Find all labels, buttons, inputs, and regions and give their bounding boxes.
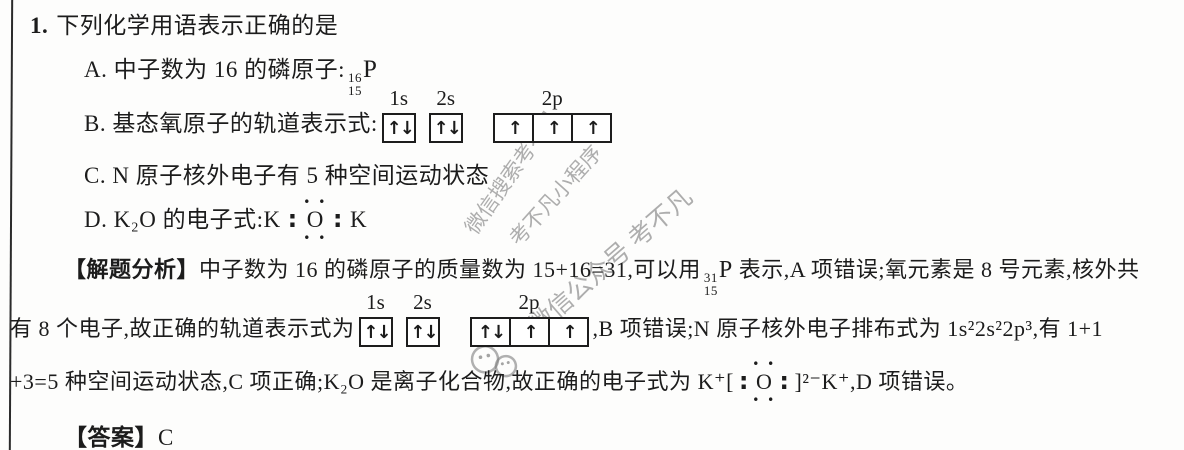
potassium-left: K <box>263 207 281 232</box>
orbital-label-2s: 2s <box>436 86 456 110</box>
orbital-cell: ↑ <box>531 113 573 143</box>
option-c: C. N 原子核外电子有 5 种空间运动状态 <box>84 156 489 190</box>
orbital-label-2p: 2p <box>518 290 540 314</box>
question-number: 1. <box>30 13 49 38</box>
analysis-text: ,B 项错误;N 原子核外电子排布式为 1s²2s²2p³,有 1+1 <box>592 316 1104 341</box>
option-d: D. K₂O 的电子式:K:• •O• •:K <box>84 196 368 244</box>
question-stem-text: 下列化学用语表示正确的是 <box>56 13 339 38</box>
orbital-cells: ↑↓ ↑ ↑ <box>469 317 589 347</box>
analysis-text: 中子数为 16 的磷原子的质量数为 15+16=31,可以用 <box>199 257 701 282</box>
orbital-1s: 1s ↑↓ <box>358 290 393 347</box>
orbital-label-2p: 2p <box>541 86 563 110</box>
bond-colon: : <box>779 367 790 395</box>
orbital-2p: 2p ↑ ↑ ↑ <box>492 86 612 143</box>
electron-dot-formula: K:• •O• •:K <box>263 196 368 244</box>
option-d-text: D. K₂O 的电子式: <box>84 207 264 232</box>
answer-line: 【答案】C <box>64 418 174 450</box>
orbital-cell: ↑↓ <box>381 113 416 143</box>
lone-pair-dots-top: • • <box>752 357 777 371</box>
orbital-cell: ↑ <box>492 113 534 143</box>
question-stem: 1. 下列化学用语表示正确的是 <box>30 6 338 40</box>
orbital-cell: ↑↓ <box>358 317 393 347</box>
isotope-proton-number: 15 <box>703 283 718 298</box>
bond-colon: : <box>332 205 343 233</box>
option-b-text: B. 基态氧原子的轨道表示式: <box>84 111 378 136</box>
option-b: B. 基态氧原子的轨道表示式: 1s ↑↓ 2s ↑↓ 2p ↑ ↑ ↑ <box>84 88 616 143</box>
potassium-right: K <box>349 207 368 232</box>
isotope-mass-number: 16 <box>348 70 362 85</box>
orbital-cells: ↑↓ <box>428 113 463 143</box>
orbital-cell: ↑↓ <box>469 317 511 347</box>
isotope-mass-number: 31 <box>703 270 718 285</box>
ionic-electron-formula: K⁺[:• •O• •:]²⁻K⁺ <box>697 358 851 406</box>
answer-value: C <box>158 425 174 450</box>
bond-colon: : <box>738 367 749 395</box>
orbital-diagram-option-b: 1s ↑↓ 2s ↑↓ 2p ↑ ↑ ↑ <box>381 86 612 143</box>
option-a-text: A. 中子数为 16 的磷原子: <box>84 57 345 82</box>
orbital-cells: ↑↓ <box>381 113 416 143</box>
formula-right: ]²⁻K⁺ <box>794 369 851 394</box>
answer-tag: 【答案】 <box>64 425 158 450</box>
oxygen-with-lone-pairs: • •O• • <box>303 196 326 244</box>
watermark-text: 考不凡小程序 <box>505 141 607 251</box>
orbital-label-1s: 1s <box>389 86 409 110</box>
bond-colon: : <box>287 205 298 233</box>
orbital-cell: ↑↓ <box>428 113 463 143</box>
lone-pair-dots-bottom: • • <box>303 231 328 245</box>
analysis-tag: 【解题分析】 <box>64 257 200 282</box>
orbital-cells: ↑↓ <box>405 317 440 347</box>
analysis-text: 表示,A 项错误;氧元素是 8 号元素,核外共 <box>732 257 1140 282</box>
analysis-line-3: +3=5 种空间运动状态,C 项正确;K₂O 是离子化合物,故正确的电子式为 K… <box>10 358 969 406</box>
option-c-text: C. N 原子核外电子有 5 种空间运动状态 <box>84 163 490 188</box>
analysis-line-2: 有 8 个电子,故正确的轨道表示式为 1s ↑↓ 2s ↑↓ 2p ↑↓ ↑ ↑ <box>10 292 1103 347</box>
orbital-cell: ↑ <box>508 317 550 347</box>
oxygen-symbol: O <box>306 207 324 232</box>
orbital-2s: 2s ↑↓ <box>405 290 440 347</box>
oxygen-symbol: O <box>756 369 773 394</box>
orbital-label-1s: 1s <box>366 290 385 314</box>
element-symbol: P <box>718 257 733 283</box>
orbital-2s: 2s ↑↓ <box>428 86 463 143</box>
lone-pair-dots-top: • • <box>303 195 328 209</box>
orbital-cell: ↑ <box>570 113 612 143</box>
element-symbol: P <box>363 56 378 83</box>
lone-pair-dots-bottom: • • <box>752 393 777 407</box>
orbital-1s: 1s ↑↓ <box>381 86 416 143</box>
analysis-text: 有 8 个电子,故正确的轨道表示式为 <box>10 316 355 341</box>
orbital-cell: ↑↓ <box>405 317 440 347</box>
oxygen-with-lone-pairs: • •O• • <box>752 358 774 406</box>
orbital-label-2s: 2s <box>413 290 432 314</box>
formula-left: K⁺[ <box>697 369 734 394</box>
orbital-2p: 2p ↑↓ ↑ ↑ <box>469 290 589 347</box>
orbital-diagram-correct: 1s ↑↓ 2s ↑↓ 2p ↑↓ ↑ ↑ <box>358 290 589 347</box>
isotope-proton-number: 15 <box>348 83 362 98</box>
orbital-cells: ↑ ↑ ↑ <box>492 113 612 143</box>
orbital-cell: ↑ <box>547 317 589 347</box>
orbital-cells: ↑↓ <box>358 317 393 347</box>
analysis-text: +3=5 种空间运动状态,C 项正确;K₂O 是离子化合物,故正确的电子式为 <box>10 369 698 394</box>
analysis-text: ,D 项错误。 <box>850 369 969 394</box>
